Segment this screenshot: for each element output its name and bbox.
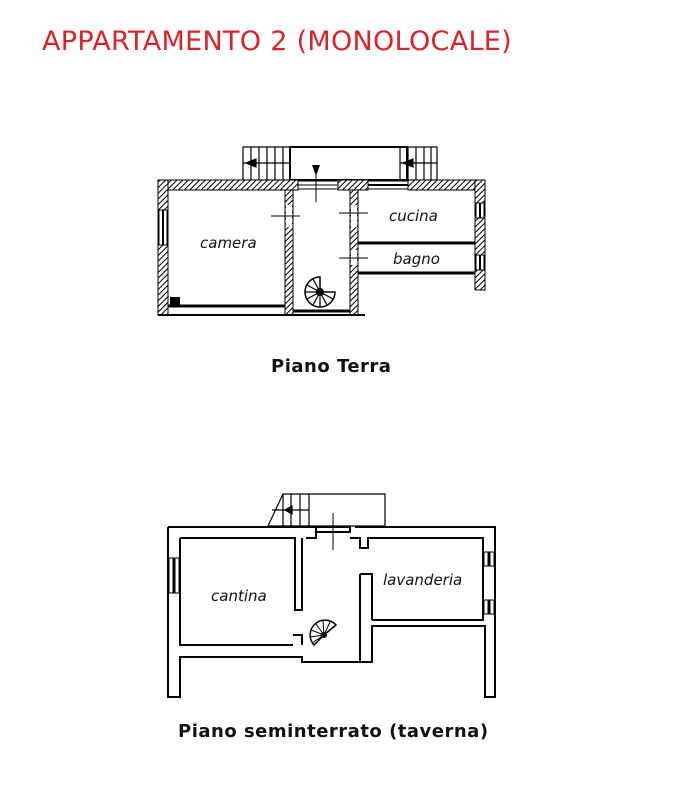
exterior-stairs-icon xyxy=(267,493,386,527)
spiral-staircase-icon xyxy=(304,276,336,308)
basement-floor-caption: Piano seminterrato (taverna) xyxy=(178,721,489,742)
page-title: APPARTAMENTO 2 (MONOLOCALE) xyxy=(42,26,513,57)
ground-floor-caption: Piano Terra xyxy=(271,356,392,377)
entrance-stairs-right-icon xyxy=(399,146,438,181)
chimney-marker xyxy=(170,297,180,306)
room-label-camera: camera xyxy=(200,234,257,252)
room-label-lavanderia: lavanderia xyxy=(383,571,462,589)
entrance-stairs-left-icon xyxy=(242,146,291,181)
room-label-cucina: cucina xyxy=(389,207,438,225)
room-label-bagno: bagno xyxy=(393,250,440,268)
ground-floor-partitions xyxy=(158,241,475,316)
entrance-porch xyxy=(289,146,408,181)
basement-openings xyxy=(168,551,495,615)
room-label-cantina: cantina xyxy=(211,587,267,605)
entry-arrow-icon xyxy=(312,165,320,176)
spiral-staircase-basement-icon xyxy=(309,619,338,647)
basement-walls xyxy=(167,526,496,698)
